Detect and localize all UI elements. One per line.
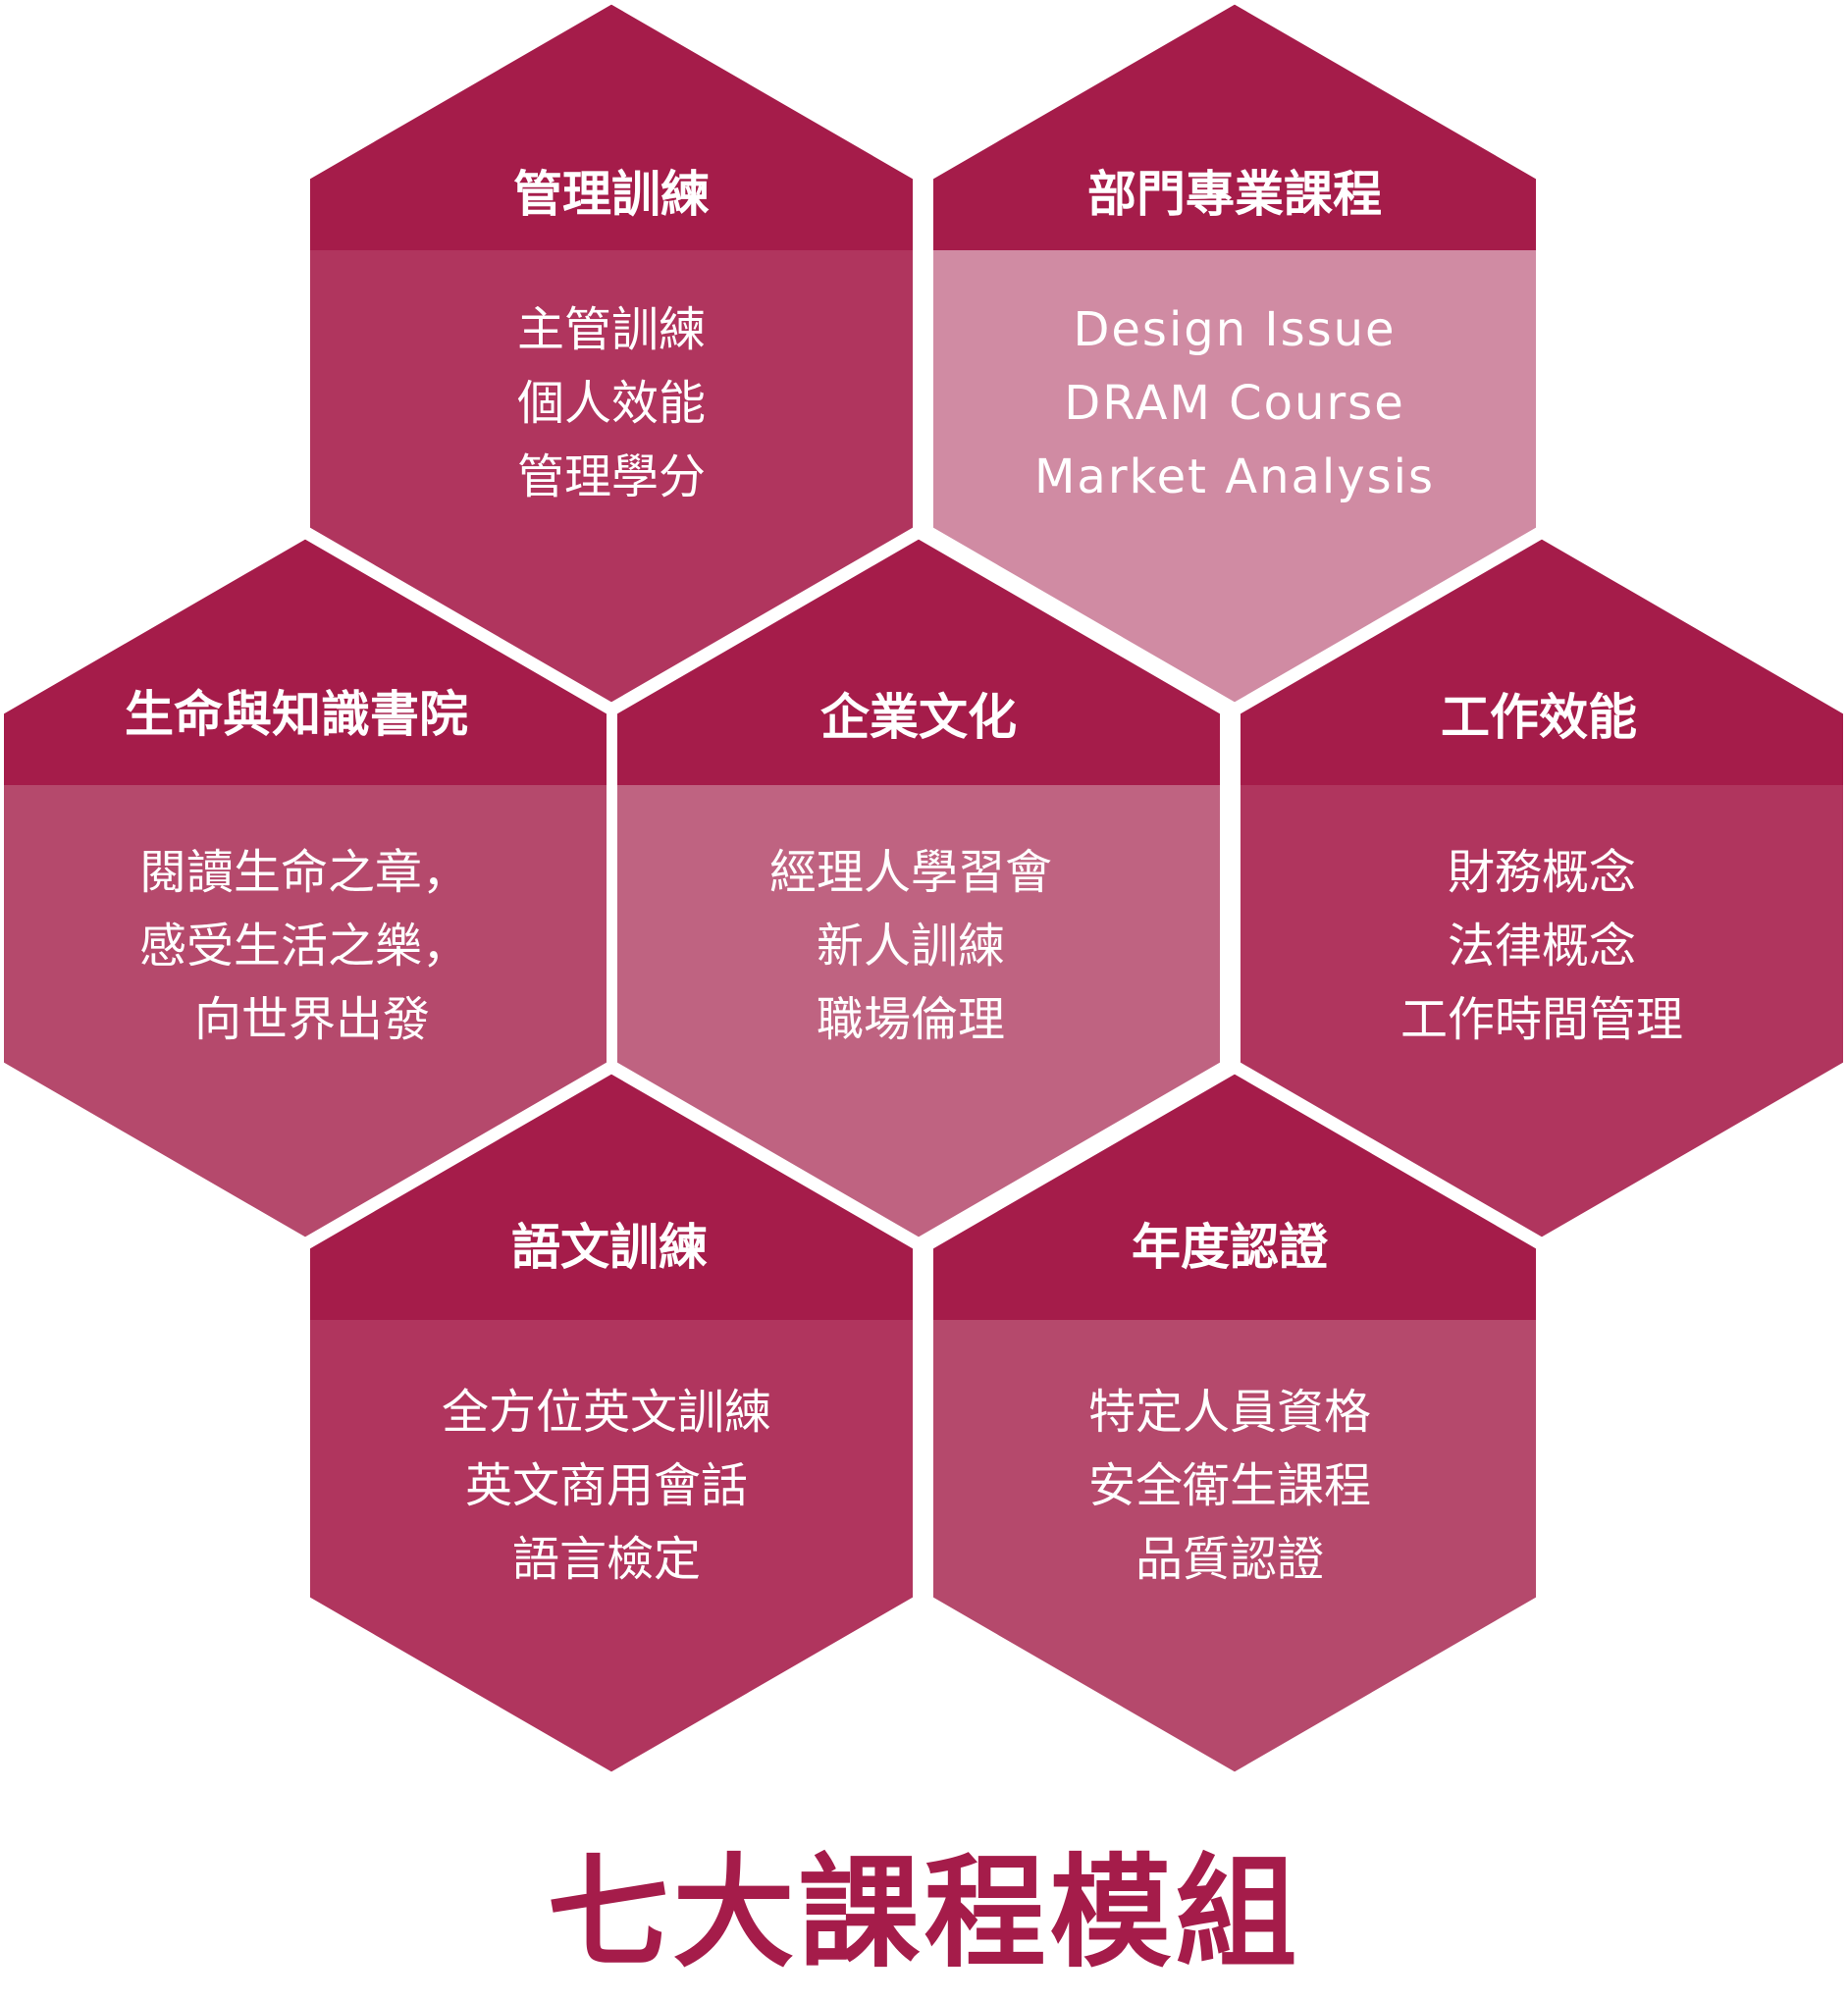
module-title-language: 語文訓練 — [511, 1219, 708, 1276]
hex-header-efficiency — [1237, 535, 1847, 785]
hex-header-management — [306, 0, 917, 250]
hex-module-department: 部門專業課程 Design Issue DRAM Course Market A… — [925, 0, 1544, 711]
hex-header-culture — [613, 535, 1224, 785]
module-item: Design Issue — [1073, 302, 1396, 357]
hex-header-certification — [929, 1070, 1540, 1320]
module-item: 閱讀生命之章， — [139, 845, 469, 900]
hex-border-management — [302, 0, 921, 711]
module-title-management: 管理訓練 — [513, 166, 710, 223]
hex-module-language: 語文訓練 全方位英文訓練 英文商用會話 語言檢定 — [302, 1065, 921, 1781]
hex-module-life: 生命與知識書院 閱讀生命之章， 感受生活之樂， 向世界出發 — [0, 530, 614, 1246]
module-item: 經理人學習會 — [769, 845, 1052, 900]
module-item: 向世界出發 — [194, 992, 430, 1047]
hex-border-efficiency — [1233, 530, 1848, 1246]
module-item: 特定人員資格 — [1088, 1385, 1371, 1440]
hex-border-culture — [609, 530, 1228, 1246]
module-item: 法律概念 — [1448, 919, 1636, 974]
module-item: 職場倫理 — [817, 992, 1005, 1047]
module-title-department: 部門專業課程 — [1087, 166, 1382, 223]
module-item: 英文商用會話 — [465, 1458, 748, 1513]
hex-module-certification: 年度認證 特定人員資格 安全衛生課程 品質認證 — [925, 1065, 1544, 1781]
hex-module-culture: 企業文化 經理人學習會 新人訓練 職場倫理 — [609, 530, 1228, 1246]
module-item: Market Analysis — [1034, 449, 1435, 504]
module-item: 全方位英文訓練 — [442, 1385, 771, 1440]
module-item: 新人訓練 — [817, 919, 1005, 974]
hex-header-department — [929, 0, 1540, 250]
hex-module-management: 管理訓練 主管訓練 個人效能 管理學分 — [302, 0, 921, 711]
module-title-certification: 年度認證 — [1132, 1219, 1329, 1276]
module-item: 語言檢定 — [512, 1532, 701, 1587]
module-item: 感受生活之樂， — [139, 919, 469, 974]
page-title: 七大課程模組 — [547, 1843, 1301, 1984]
module-item: 工作時間管理 — [1400, 992, 1683, 1047]
module-item: 主管訓練 — [517, 302, 706, 357]
hex-border-language — [302, 1065, 921, 1781]
module-item: 品質認證 — [1135, 1532, 1324, 1587]
hex-module-efficiency: 工作效能 財務概念 法律概念 工作時間管理 — [1233, 530, 1848, 1246]
module-title-culture: 企業文化 — [820, 689, 1017, 746]
module-item: 安全衛生課程 — [1088, 1458, 1371, 1513]
module-item: DRAM Course — [1064, 376, 1404, 431]
hex-header-life — [0, 535, 610, 785]
hex-header-language — [306, 1070, 917, 1320]
hex-border-certification — [925, 1065, 1544, 1781]
module-title-life: 生命與知識書院 — [125, 686, 468, 743]
module-item: 管理學分 — [517, 449, 706, 504]
module-item: 個人效能 — [517, 376, 706, 431]
hex-border-department — [925, 0, 1544, 711]
module-title-efficiency: 工作效能 — [1441, 689, 1637, 746]
module-item: 財務概念 — [1448, 845, 1636, 900]
